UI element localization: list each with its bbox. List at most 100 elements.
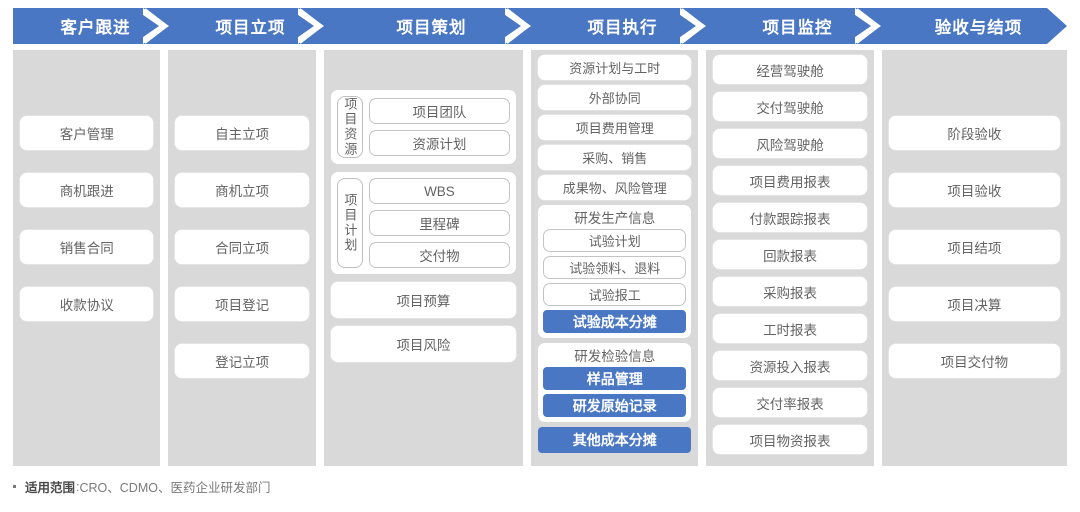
module-card-label: 外部协同 bbox=[588, 91, 641, 106]
module-card-label: 合同立项 bbox=[215, 241, 270, 256]
bullet-icon bbox=[13, 485, 16, 488]
stage-arrow-3[interactable]: 项目策划 bbox=[323, 8, 531, 44]
module-chip[interactable]: 样品管理 bbox=[543, 367, 687, 390]
module-card[interactable]: 采购、销售 bbox=[538, 145, 692, 170]
module-card[interactable]: 项目结项 bbox=[888, 230, 1060, 264]
module-chip-label: 样品管理 bbox=[586, 370, 643, 387]
module-chip[interactable]: 资源计划 bbox=[368, 130, 511, 156]
module-card-label: 收款协议 bbox=[59, 298, 114, 313]
module-chip-label: 交付物 bbox=[419, 249, 460, 264]
module-chip[interactable]: 项目团队 bbox=[368, 98, 511, 124]
module-card[interactable]: 项目费用报表 bbox=[713, 166, 867, 195]
module-card-label: 其他成本分摊 bbox=[572, 432, 657, 448]
module-chip[interactable]: 交付物 bbox=[368, 242, 511, 268]
footer-note: 适用范围 : CRO、CDMO、医药企业研发部门 bbox=[13, 477, 270, 496]
module-card[interactable]: 风险驾驶舱 bbox=[713, 129, 867, 158]
stage-arrow-1[interactable]: 客户跟进 bbox=[13, 8, 169, 44]
module-card-label: 项目交付物 bbox=[940, 355, 1009, 370]
module-chip[interactable]: 里程碑 bbox=[368, 210, 511, 236]
stage-arrow-label: 项目执行 bbox=[587, 19, 658, 37]
chevron-right-icon bbox=[133, 8, 169, 44]
module-chip[interactable]: 试验领料、退料 bbox=[543, 256, 687, 279]
module-group: 项目资源项目团队资源计划 bbox=[330, 90, 517, 164]
module-card[interactable]: 项目风险 bbox=[330, 326, 517, 362]
stage-arrow-6[interactable]: 验收与结项 bbox=[880, 8, 1067, 44]
module-card[interactable]: 项目预算 bbox=[330, 282, 517, 318]
module-chip[interactable]: 研发原始记录 bbox=[543, 394, 687, 417]
module-chip-label: WBS bbox=[424, 183, 455, 199]
module-card[interactable]: 商机立项 bbox=[175, 173, 309, 207]
module-card[interactable]: 交付驾驶舱 bbox=[713, 92, 867, 121]
module-card-label: 回款报表 bbox=[763, 248, 818, 264]
stage-arrow-label: 验收与结项 bbox=[934, 19, 1023, 37]
module-card-label: 项目决算 bbox=[947, 298, 1002, 313]
module-card[interactable]: 付款跟踪报表 bbox=[713, 203, 867, 232]
module-card-label: 风险驾驶舱 bbox=[756, 137, 824, 153]
stage-arrow-4[interactable]: 项目执行 bbox=[530, 8, 706, 44]
module-card[interactable]: 商机跟进 bbox=[20, 173, 154, 207]
module-card[interactable]: 阶段验收 bbox=[888, 116, 1060, 150]
module-card-label: 阶段验收 bbox=[947, 127, 1002, 142]
chevron-right-icon bbox=[670, 8, 706, 44]
module-card[interactable]: 资源计划与工时 bbox=[538, 55, 692, 80]
stage-column-6: 阶段验收项目验收项目结项项目决算项目交付物 bbox=[881, 50, 1067, 466]
module-card-label: 交付驾驶舱 bbox=[756, 100, 824, 116]
module-card-label: 商机跟进 bbox=[59, 184, 114, 199]
module-card-label: 采购、销售 bbox=[582, 151, 648, 166]
module-card-label: 项目风险 bbox=[396, 338, 451, 353]
module-card-label: 客户管理 bbox=[59, 127, 114, 142]
module-card[interactable]: 经营驾驶舱 bbox=[713, 55, 867, 84]
module-card[interactable]: 项目物资报表 bbox=[713, 425, 867, 454]
chevron-right-icon bbox=[288, 8, 324, 44]
module-card-label: 资源计划与工时 bbox=[569, 61, 661, 76]
module-chip[interactable]: 试验报工 bbox=[543, 283, 687, 306]
module-card[interactable]: 销售合同 bbox=[20, 230, 154, 264]
module-card[interactable]: 其他成本分摊 bbox=[538, 427, 692, 453]
module-chip-label: 里程碑 bbox=[419, 217, 460, 232]
module-chip[interactable]: 试验成本分摊 bbox=[543, 310, 687, 333]
stage-arrow-5[interactable]: 项目监控 bbox=[705, 8, 881, 44]
module-card[interactable]: 项目交付物 bbox=[888, 344, 1060, 378]
footer-value: CRO、CDMO、医药企业研发部门 bbox=[79, 481, 271, 495]
module-card[interactable]: 外部协同 bbox=[538, 85, 692, 110]
module-card-label: 商机立项 bbox=[215, 184, 270, 199]
module-card-label: 项目预算 bbox=[396, 294, 451, 309]
module-card-label: 项目登记 bbox=[215, 298, 270, 313]
module-card-label: 交付率报表 bbox=[756, 396, 824, 412]
module-card[interactable]: 项目决算 bbox=[888, 287, 1060, 321]
module-card[interactable]: 收款协议 bbox=[20, 287, 154, 321]
module-card[interactable]: 项目登记 bbox=[175, 287, 309, 321]
module-card-label: 资源投入报表 bbox=[749, 359, 831, 375]
stage-arrow-bar: 客户跟进项目立项项目策划 项目执行 项目监控 验收与结项 bbox=[13, 8, 1067, 44]
stage-column-1: 客户管理商机跟进销售合同收款协议 bbox=[13, 50, 161, 466]
module-chip[interactable]: WBS bbox=[368, 178, 511, 204]
module-chip-label: 研发原始记录 bbox=[572, 397, 657, 414]
module-card[interactable]: 项目费用管理 bbox=[538, 115, 692, 140]
module-card[interactable]: 项目验收 bbox=[888, 173, 1060, 207]
module-card[interactable]: 交付率报表 bbox=[713, 388, 867, 417]
module-card[interactable]: 成果物、风险管理 bbox=[538, 175, 692, 200]
chevron-right-icon bbox=[845, 8, 881, 44]
module-card[interactable]: 回款报表 bbox=[713, 240, 867, 269]
module-card-label: 自主立项 bbox=[215, 127, 270, 142]
module-chip[interactable]: 试验计划 bbox=[543, 229, 687, 252]
module-subgroup: 研发生产信息试验计划试验领料、退料试验报工试验成本分摊 bbox=[538, 205, 692, 338]
footer-label: 适用范围 bbox=[25, 481, 76, 495]
module-card-label: 采购报表 bbox=[763, 285, 818, 301]
module-card[interactable]: 工时报表 bbox=[713, 314, 867, 343]
module-card-label: 销售合同 bbox=[59, 241, 114, 256]
module-card[interactable]: 登记立项 bbox=[175, 344, 309, 378]
module-subgroup-title: 研发生产信息 bbox=[574, 211, 656, 226]
module-card[interactable]: 资源投入报表 bbox=[713, 351, 867, 380]
stage-column-5: 经营驾驶舱交付驾驶舱风险驾驶舱项目费用报表付款跟踪报表回款报表采购报表工时报表资… bbox=[706, 50, 874, 466]
module-card[interactable]: 合同立项 bbox=[175, 230, 309, 264]
module-card-label: 付款跟踪报表 bbox=[749, 211, 831, 227]
module-card[interactable]: 采购报表 bbox=[713, 277, 867, 306]
module-card[interactable]: 客户管理 bbox=[20, 116, 154, 150]
module-card-label: 工时报表 bbox=[763, 322, 818, 338]
stage-arrow-2[interactable]: 项目立项 bbox=[168, 8, 324, 44]
module-card[interactable]: 自主立项 bbox=[175, 116, 309, 150]
module-group-chips: WBS 里程碑交付物 bbox=[368, 178, 511, 268]
